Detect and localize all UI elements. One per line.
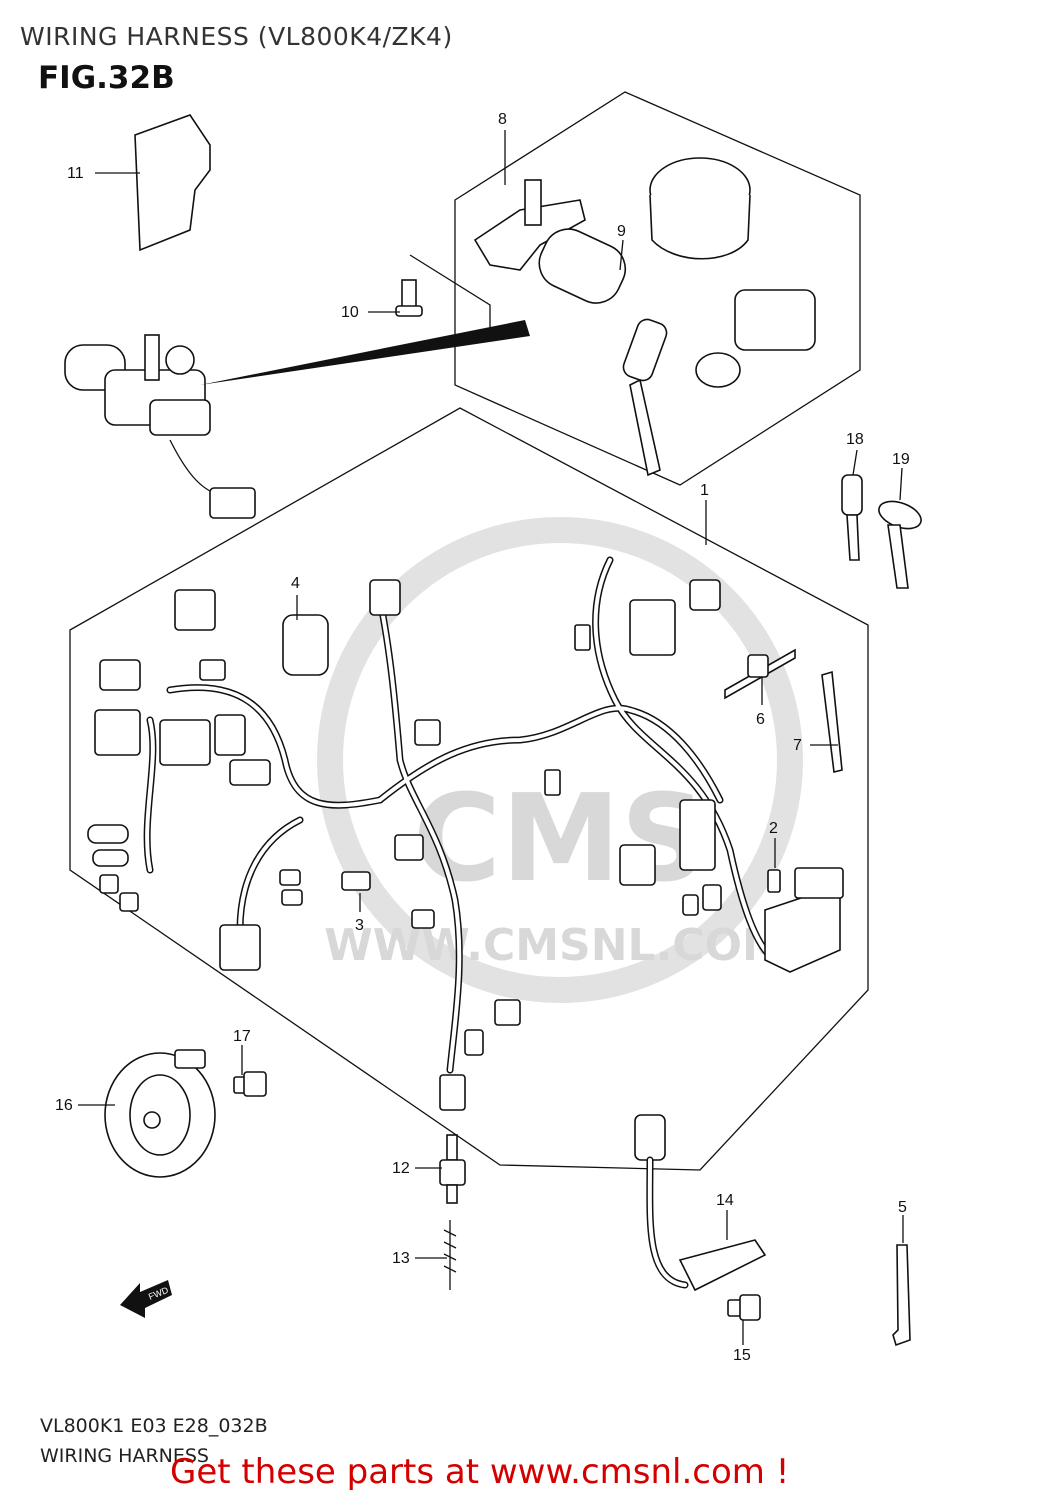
callout-12: 12 bbox=[392, 1160, 410, 1177]
spring-13 bbox=[443, 1220, 457, 1290]
callout-18: 18 bbox=[846, 431, 864, 448]
callout-4: 4 bbox=[291, 575, 300, 592]
forward-direction-arrow: FWD bbox=[120, 1280, 172, 1318]
page-title: WIRING HARNESS (VL800K4/ZK4) bbox=[20, 22, 453, 51]
sensor-14 bbox=[634, 1114, 767, 1292]
key-19 bbox=[878, 500, 922, 589]
ignition-set-box bbox=[454, 91, 861, 486]
callout-10: 10 bbox=[341, 304, 359, 321]
callout-16: 16 bbox=[55, 1097, 73, 1114]
cta-link[interactable]: Get these parts at www.cmsnl.com ! bbox=[170, 1452, 790, 1492]
harness-box bbox=[69, 407, 869, 1171]
switch-12 bbox=[439, 1134, 466, 1204]
relay-3 bbox=[341, 871, 371, 891]
callout-17: 17 bbox=[233, 1028, 251, 1045]
main-wiring-harness bbox=[143, 556, 779, 1074]
leader-lines bbox=[78, 130, 904, 1345]
fuse-2 bbox=[767, 869, 781, 893]
cable-tie-5 bbox=[892, 1244, 911, 1347]
horn bbox=[104, 1049, 216, 1178]
callout-labels: 1 2 3 4 5 6 7 8 9 10 11 12 13 14 15 16 1… bbox=[55, 111, 910, 1364]
callout-19: 19 bbox=[892, 451, 910, 468]
ignition-lock bbox=[473, 179, 668, 477]
mounting-plate bbox=[134, 114, 211, 252]
diagram-code: VL800K1 E03 E28_032B bbox=[40, 1415, 268, 1437]
callout-11: 11 bbox=[67, 165, 84, 182]
callout-3: 3 bbox=[355, 917, 364, 934]
callout-2: 2 bbox=[769, 820, 778, 837]
callout-8: 8 bbox=[498, 111, 507, 128]
watermark-url: WWW.CMSNL.COM bbox=[324, 920, 786, 971]
clamp-6-head bbox=[747, 654, 769, 678]
harness-connectors bbox=[87, 579, 722, 1111]
fuse-box bbox=[764, 867, 844, 973]
ignition-switch-assembly bbox=[64, 334, 256, 519]
callout-5: 5 bbox=[898, 1199, 907, 1216]
figure-number: FIG.32B bbox=[38, 60, 175, 96]
cable-tie-7 bbox=[821, 670, 843, 773]
callout-13: 13 bbox=[392, 1250, 410, 1267]
bolt-15 bbox=[727, 1294, 761, 1321]
callout-6: 6 bbox=[756, 711, 765, 728]
callout-9: 9 bbox=[617, 223, 626, 240]
callout-15: 15 bbox=[733, 1347, 751, 1364]
pointer-arrow bbox=[200, 320, 530, 385]
callout-1: 1 bbox=[700, 482, 709, 499]
key-18 bbox=[841, 474, 863, 561]
bolt-17 bbox=[233, 1071, 267, 1097]
callout-7: 7 bbox=[793, 737, 802, 754]
diagram-caption: WIRING HARNESS bbox=[40, 1445, 209, 1467]
callout-14: 14 bbox=[716, 1192, 734, 1209]
bolt-10 bbox=[395, 279, 423, 317]
cap-lock bbox=[649, 157, 816, 388]
